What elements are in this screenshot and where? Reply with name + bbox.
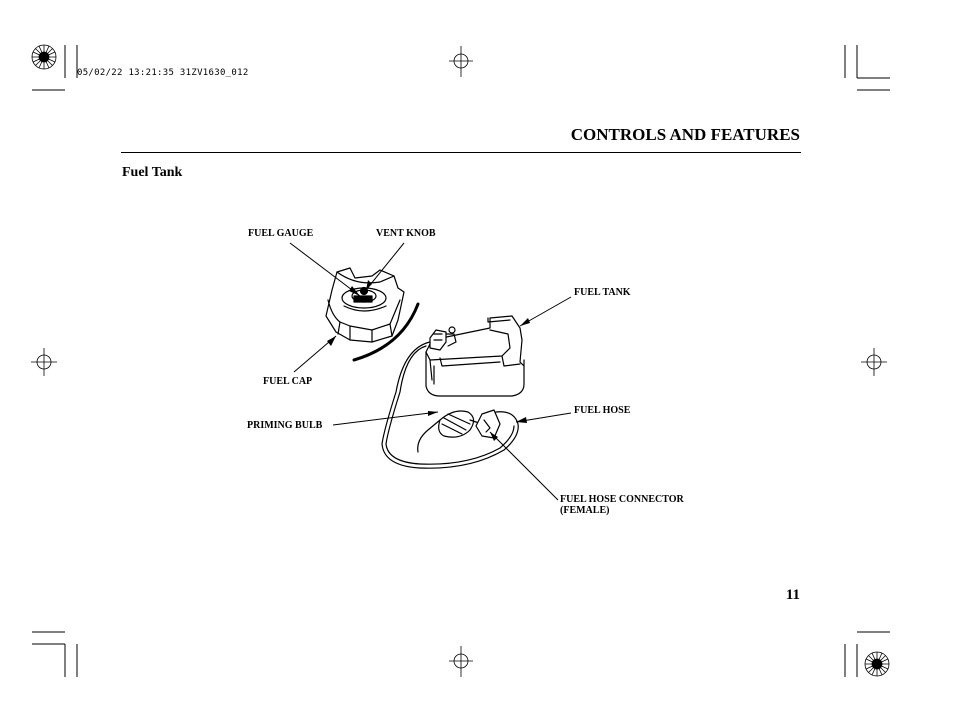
crop-marks-top-right [844,45,890,91]
fuel-cap-drawing [325,267,405,343]
registration-target-left [31,348,57,376]
label-fuel-hose-connector-line2: (FEMALE) [560,505,610,516]
label-priming-bulb: PRIMING BULB [247,420,323,431]
registration-starburst-top-left [31,44,57,70]
print-timestamp: 05/02/22 13:21:35 31ZV1630_012 [77,68,249,78]
subheading: Fuel Tank [122,165,183,180]
label-fuel-cap: FUEL CAP [263,376,313,387]
cap-outline-arc [352,302,420,362]
fuel-hose-drawing [381,341,519,469]
registration-target-bottom [449,646,473,677]
leader-fuel-hose-connector [489,431,559,501]
section-title: CONTROLS AND FEATURES [570,125,800,144]
crop-marks-bottom-left [32,631,78,677]
leader-fuel-gauge [289,242,361,297]
leader-priming-bulb [332,411,439,426]
priming-bulb-drawing [417,409,501,453]
label-fuel-gauge: FUEL GAUGE [248,228,314,239]
label-fuel-hose-connector-line1: FUEL HOSE CONNECTOR [560,494,684,505]
crop-marks-bottom-right [844,631,890,677]
registration-target-right [861,348,887,376]
fuel-tank-drawing [425,315,525,397]
registration-target-top [449,46,473,77]
page-number: 11 [785,587,800,603]
header-rule [121,152,801,153]
leader-vent-knob [365,242,405,291]
label-fuel-tank: FUEL TANK [574,287,631,298]
label-vent-knob: VENT KNOB [376,228,436,239]
label-fuel-hose-connector: FUEL HOSE CONNECTOR (FEMALE) [560,494,684,516]
registration-starburst-bottom-right [864,651,890,677]
label-fuel-hose: FUEL HOSE [574,405,631,416]
crop-marks-top-left [32,45,78,91]
